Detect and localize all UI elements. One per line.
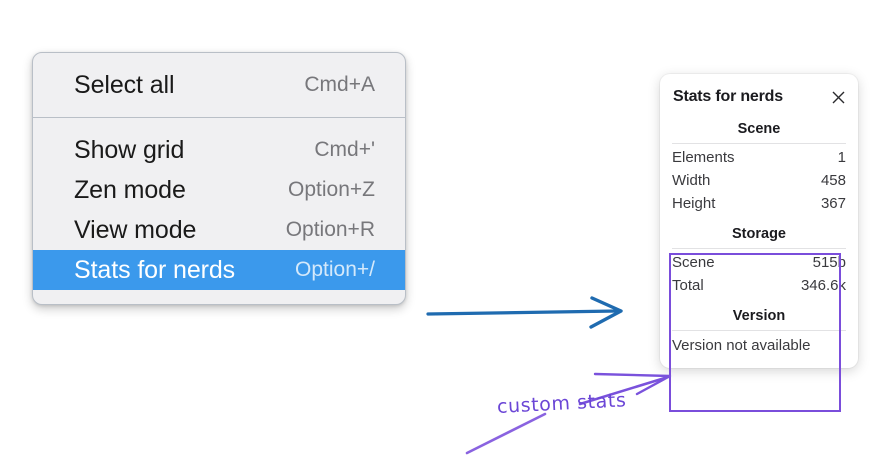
section-rule <box>672 143 846 144</box>
stat-key: Scene <box>672 254 715 271</box>
blue-arrow-icon <box>426 296 623 329</box>
stat-row: Height 367 <box>672 192 846 215</box>
stat-key: Height <box>672 195 716 212</box>
panel-title: Stats for nerds <box>673 88 783 105</box>
menu-item-shortcut: Option+/ <box>295 258 375 281</box>
purple-arrow-icon <box>578 372 672 406</box>
section-title-storage: Storage <box>732 226 786 242</box>
menu-group-bottom: Show grid Cmd+' Zen mode Option+Z View m… <box>33 118 405 290</box>
stat-value: 458 <box>820 172 846 189</box>
menu-item-zen-mode[interactable]: Zen mode Option+Z <box>33 170 405 210</box>
menu-item-label: Stats for nerds <box>74 255 236 284</box>
section-title-version: Version <box>732 308 786 324</box>
stat-value: 1 <box>837 149 846 166</box>
storage-section: Storage Scene 515b Total 346.6k <box>660 215 858 297</box>
section-rule <box>672 330 846 331</box>
menu-item-shortcut: Cmd+A <box>304 73 375 96</box>
section-title-scene: Scene <box>737 121 781 137</box>
menu-item-label: Select all <box>74 70 175 99</box>
version-value: Version not available <box>672 337 811 354</box>
version-section: Version Version not available <box>660 297 858 356</box>
menu-item-select-all[interactable]: Select all Cmd+A <box>33 65 405 105</box>
menu-item-label: Show grid <box>74 135 185 164</box>
menu-item-stats-for-nerds[interactable]: Stats for nerds Option+/ <box>33 250 405 290</box>
annotation-label: custom stats <box>496 389 627 418</box>
menu-item-shortcut: Option+Z <box>288 178 375 201</box>
purple-underline-stroke <box>465 412 547 455</box>
menu-item-label: Zen mode <box>74 175 186 204</box>
menu-item-label: View mode <box>74 215 197 244</box>
stat-row: Elements 1 <box>672 146 846 169</box>
stat-value: 346.6k <box>800 277 846 294</box>
stat-key: Elements <box>672 149 735 166</box>
stat-key: Total <box>672 277 704 294</box>
stat-value: 515b <box>812 254 846 271</box>
menu-item-shortcut: Option+R <box>285 218 375 241</box>
section-rule <box>672 248 846 249</box>
close-icon[interactable] <box>830 89 847 106</box>
menu-item-show-grid[interactable]: Show grid Cmd+' <box>33 130 405 170</box>
panel-header: Stats for nerds <box>660 84 858 110</box>
stat-row: Width 458 <box>672 169 846 192</box>
menu-item-shortcut: Cmd+' <box>314 138 375 161</box>
stat-row: Total 346.6k <box>672 274 846 297</box>
stats-for-nerds-panel: Stats for nerds Scene Elements 1 Width 4… <box>660 74 858 368</box>
stat-row: Scene 515b <box>672 251 846 274</box>
stat-key: Width <box>672 172 711 189</box>
context-menu[interactable]: Select all Cmd+A Show grid Cmd+' Zen mod… <box>32 52 406 305</box>
menu-group-top: Select all Cmd+A <box>33 53 405 105</box>
stat-value: 367 <box>820 195 846 212</box>
menu-item-view-mode[interactable]: View mode Option+R <box>33 210 405 250</box>
menu-separator <box>33 117 405 118</box>
scene-section: Scene Elements 1 Width 458 Height 367 <box>660 110 858 215</box>
